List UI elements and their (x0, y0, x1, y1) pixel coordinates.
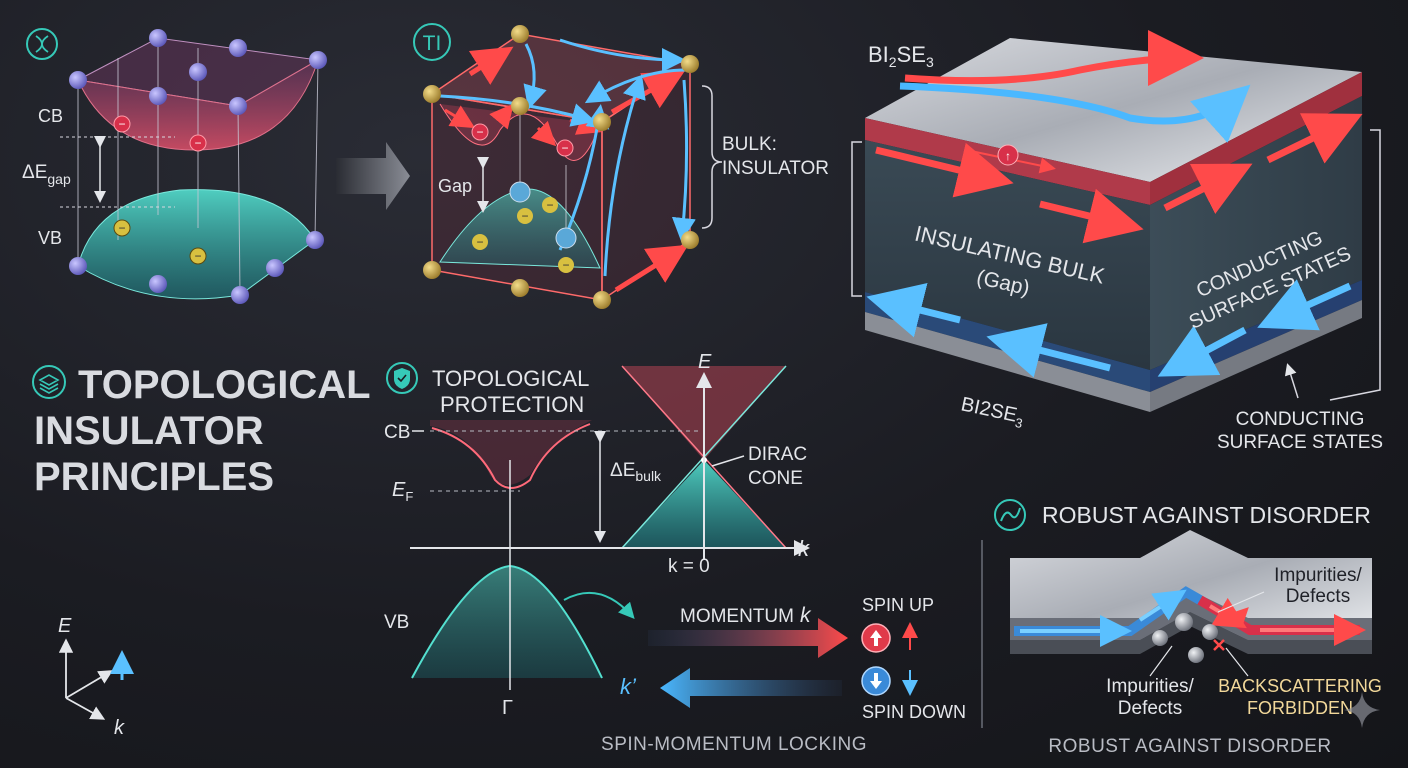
impurities-bottom-label-2: Defects (1118, 698, 1182, 719)
ti-holes: − − − − (472, 197, 574, 273)
ti-badge: TI (413, 23, 451, 61)
top-surface-blue-current (899, 82, 1251, 143)
impurities-bottom-label-1: Impurities/ (1106, 676, 1194, 697)
callout-surface-states-label: SURFACE STATES (1217, 432, 1383, 453)
reverse-momentum-arrow (660, 668, 842, 708)
svg-text:TI: TI (423, 32, 442, 55)
svg-text:−: − (194, 249, 201, 263)
title-line-2: INSULATOR (34, 409, 264, 453)
k-zero-label: k = 0 (668, 556, 710, 577)
legend-k-label: k (114, 717, 125, 739)
page-title: TOPOLOGICAL INSULATOR PRINCIPLES (32, 363, 371, 499)
spin-up-icon (861, 622, 918, 653)
gap-label: Gap (438, 176, 472, 196)
svg-text:−: − (476, 125, 483, 139)
lattice-atoms (69, 29, 327, 304)
cb-label: CB (38, 106, 63, 126)
gamma-point-label: Γ (502, 697, 513, 719)
svg-text:−: − (194, 136, 201, 150)
spin-locking-caption: SPIN-MOMENTUM LOCKING (601, 734, 867, 755)
layers-icon (32, 365, 66, 399)
edge-current-red (875, 113, 1363, 244)
ti-lattice-atoms (423, 25, 699, 309)
svg-text:−: − (562, 258, 569, 272)
legend-energy-label: E (58, 615, 72, 637)
k-prime-label: k’ (620, 674, 637, 699)
sparkle-icon (1344, 692, 1380, 728)
material-slab-panel: BI2SE3 ↑ (851, 30, 1383, 453)
protection-heading-2: PROTECTION (440, 392, 584, 417)
transition-arrow (336, 142, 410, 210)
energy-axis-label: E (698, 351, 712, 373)
ordinary-insulator-panel: CB VB ΔEgap − − − − (22, 28, 327, 304)
dna-icon (26, 28, 58, 60)
wavy-path-icon (994, 499, 1026, 531)
material-label-bottom: BI2SE3 (958, 393, 1026, 431)
bulk-label-line2: INSULATOR (722, 158, 829, 179)
material-label-top: BI2SE3 (868, 42, 934, 70)
backscattering-label-2: FORBIDDEN (1247, 698, 1353, 718)
gap-delta-label: ΔEgap (22, 162, 71, 187)
spin-down-icon (861, 666, 918, 696)
hole-markers: − − (113, 219, 207, 265)
top-surface-red-current (904, 30, 1204, 87)
momentum-arrow (648, 618, 848, 658)
ti-cube-panel: TI Gap (413, 23, 829, 309)
protection-heading-1: TOPOLOGICAL (432, 366, 589, 391)
svg-text:−: − (521, 209, 528, 223)
impurities-top-label-1: Impurities/ (1274, 565, 1362, 586)
svg-text:−: − (546, 198, 553, 212)
disorder-heading: ROBUST AGAINST DISORDER (1042, 502, 1371, 528)
momentum-axis-label: k (798, 536, 810, 561)
backscattering-label-1: BACKSCATTERING (1218, 676, 1382, 696)
backscatter-forbidden-mark (1213, 607, 1249, 651)
topological-protection-panel: TOPOLOGICAL PROTECTION CB EF ΔEbulk E k … (384, 351, 810, 719)
cb-band-label: CB (384, 422, 410, 443)
svg-text:−: − (561, 141, 568, 155)
svg-text:↑: ↑ (1005, 149, 1011, 163)
impurities-top-label-2: Defects (1286, 586, 1350, 607)
vb-band-label: VB (384, 612, 409, 633)
ti-electrons: − − (471, 123, 574, 157)
axes-legend: E k (58, 615, 134, 739)
title-line-3: PRINCIPLES (34, 455, 274, 499)
callout-conducting-label: CONDUCTING (1236, 409, 1365, 430)
spin-down-label: SPIN DOWN (862, 702, 966, 722)
svg-text:−: − (118, 117, 125, 131)
svg-text:−: − (476, 235, 483, 249)
delta-bulk-label: ΔEbulk (610, 460, 662, 484)
spin-up-label: SPIN UP (862, 595, 934, 615)
electron-markers: − − (113, 115, 207, 152)
edge-current-blue (866, 279, 1352, 378)
impurity-spheres (1152, 613, 1218, 663)
bulk-label-line1: BULK: (722, 134, 777, 155)
dirac-cone-label-2: CONE (748, 468, 803, 489)
vb-label: VB (38, 228, 62, 248)
svg-text:−: − (118, 221, 125, 235)
fermi-level-label: EF (392, 479, 413, 504)
shield-check-icon (386, 362, 418, 394)
dirac-cone-label-1: DIRAC (748, 444, 807, 465)
title-line-1: TOPOLOGICAL (78, 363, 371, 407)
disorder-panel: ROBUST AGAINST DISORDER Impurities/ Defe… (994, 499, 1382, 757)
disorder-caption: ROBUST AGAINST DISORDER (1048, 736, 1331, 757)
